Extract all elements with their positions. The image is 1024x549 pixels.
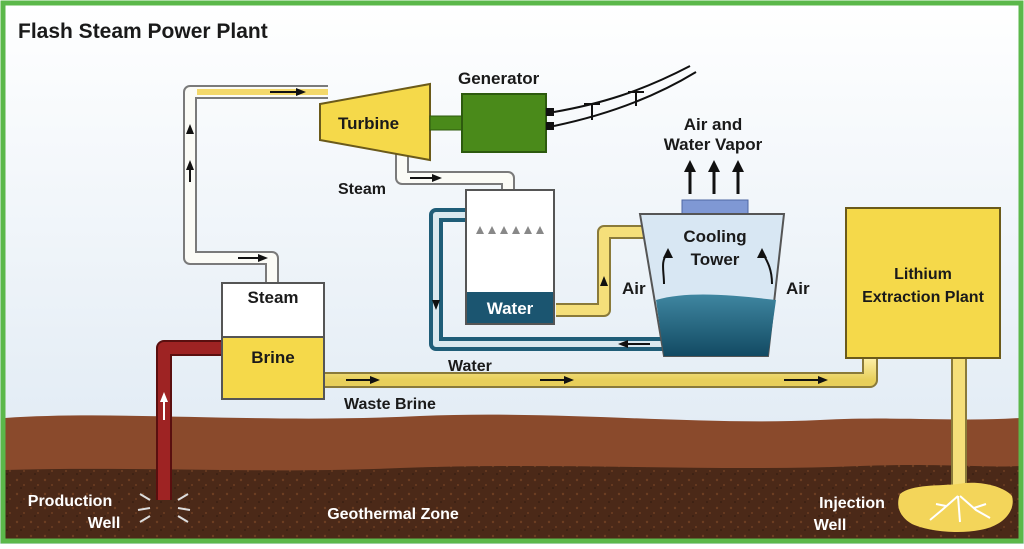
flow-arrow-right <box>370 376 380 384</box>
air-vapor-label-line2: Water Vapor <box>664 135 763 154</box>
separator-brine-chamber <box>221 336 325 400</box>
flow-arrow-up <box>186 124 194 134</box>
cooling-tower-label-line2: Tower <box>691 250 740 269</box>
flow-arrow-down <box>432 300 440 310</box>
condenser-water-label: Water <box>487 299 534 318</box>
cooling-tower-label-line1: Cooling <box>683 227 746 246</box>
flow-arrow-right <box>258 254 268 262</box>
flow-arrow-up <box>160 392 168 402</box>
turbine-shaft <box>429 115 465 131</box>
generator-label: Generator <box>458 69 540 88</box>
flow-arrow-right <box>564 376 574 384</box>
geothermal-zone-ground <box>5 465 1019 540</box>
separator-brine-label: Brine <box>251 348 294 367</box>
condenser-water <box>467 292 553 323</box>
lithium-extraction-plant <box>845 207 1001 359</box>
flow-arrow-left <box>618 340 628 348</box>
power-lines <box>553 65 697 127</box>
injection-well-label-line1: Injection <box>819 495 885 512</box>
geothermal-zone-label: Geothermal Zone <box>327 506 459 523</box>
waste-brine-pipe <box>320 356 876 386</box>
production-well-label-line1: Production <box>28 493 112 510</box>
production-well-label-line2: Well <box>88 515 121 532</box>
flow-arrow-right <box>432 174 442 182</box>
tower-fan-housing <box>681 199 749 215</box>
cooling-tower-water <box>656 294 776 356</box>
turbine-label: Turbine <box>338 114 399 133</box>
diagram-title: Flash Steam Power Plant <box>18 20 268 43</box>
flow-arrow-right <box>296 88 306 96</box>
turbine-body <box>319 82 431 162</box>
generator-terminal <box>546 108 554 116</box>
air-vapor-label-line1: Air and <box>684 115 743 134</box>
vapor-arrows <box>684 160 744 194</box>
air-left-label: Air <box>622 279 646 298</box>
steam-pipe-label: Steam <box>338 181 386 198</box>
exhaust-pipe <box>397 150 513 198</box>
tower-air-arrows <box>662 248 773 285</box>
flow-arrows <box>160 88 828 420</box>
injection-zone <box>898 482 1013 532</box>
generator-body <box>461 93 547 153</box>
lithium-label-line2: Extraction Plant <box>862 289 984 306</box>
flow-arrow-up <box>600 276 608 286</box>
production-pipe <box>158 342 222 500</box>
spray-nozzles <box>476 226 544 234</box>
flow-arrow-up <box>186 160 194 170</box>
injection-well-label-line2: Well <box>814 517 847 534</box>
production-well-fractures <box>137 493 191 523</box>
separator-steam-label: Steam <box>247 288 298 307</box>
air-right-label: Air <box>786 279 810 298</box>
generator-terminal <box>546 122 554 130</box>
lithium-label-line1: Lithium <box>894 266 952 283</box>
waste-brine-label: Waste Brine <box>344 396 436 413</box>
warm-water-pipe <box>556 227 652 315</box>
flow-arrow-right <box>818 376 828 384</box>
injection-roots <box>929 495 991 523</box>
return-water-label: Water <box>448 358 492 375</box>
